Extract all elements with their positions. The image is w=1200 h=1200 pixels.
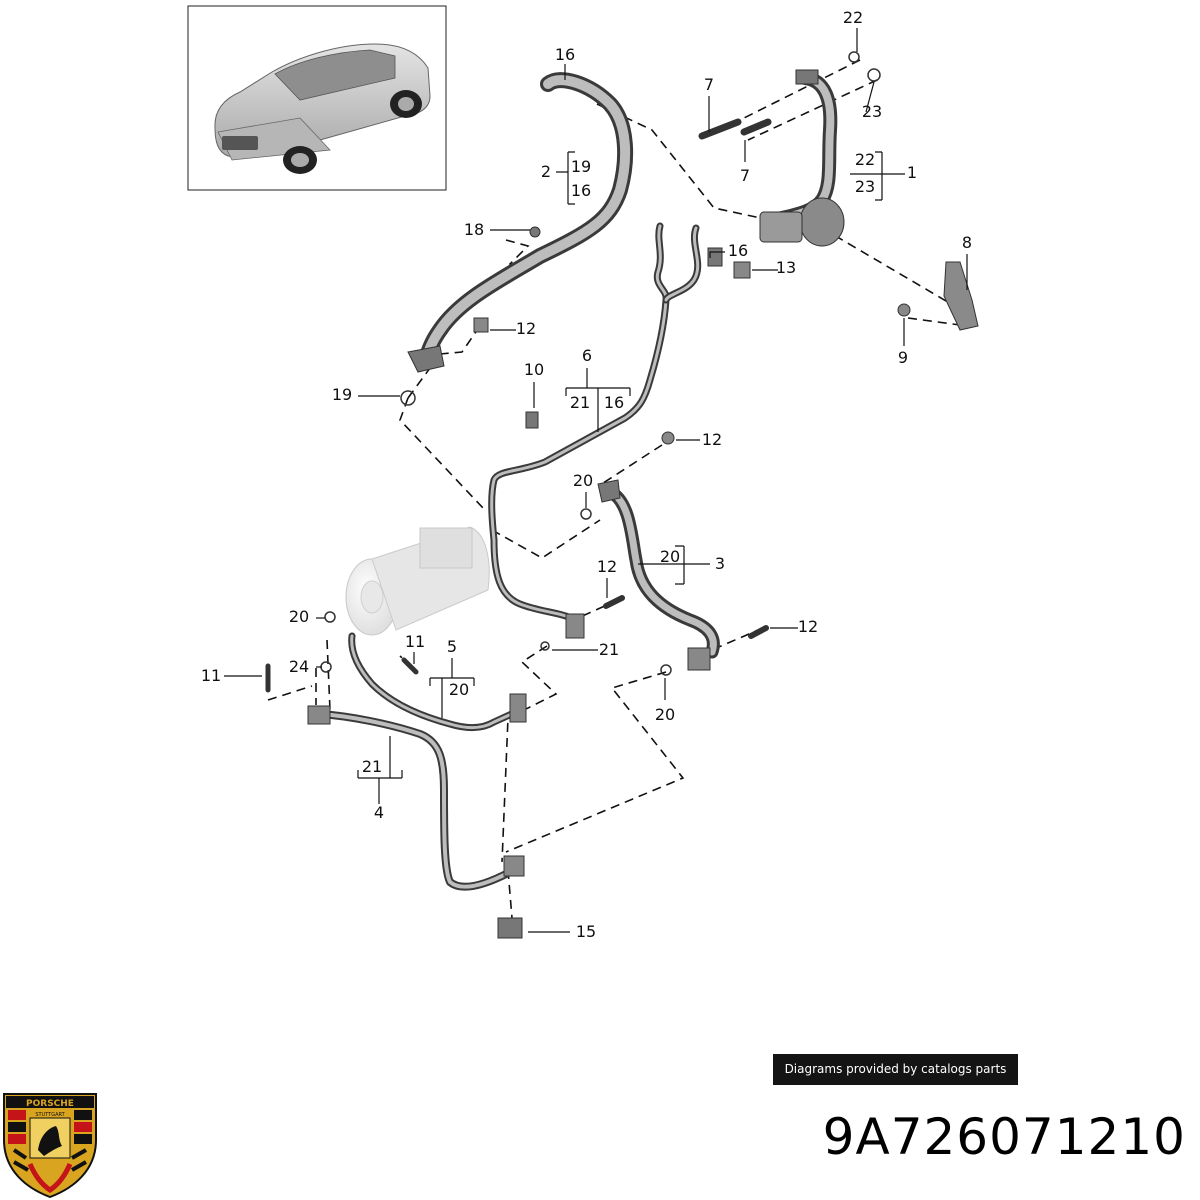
- small-parts: [265, 51, 979, 939]
- callout-5: 5: [447, 637, 457, 656]
- pipe-4: [307, 705, 525, 891]
- callout-20: 20: [449, 680, 469, 699]
- hose-1: [759, 69, 845, 247]
- callout-4: 4: [374, 803, 384, 822]
- callout-13: 13: [776, 258, 796, 277]
- callout-20: 20: [660, 547, 680, 566]
- callout-21: 21: [362, 757, 382, 776]
- part-number: 9A726071210: [822, 1108, 1186, 1166]
- crest-text-mid: STUTTGART: [35, 1112, 65, 1118]
- callout-16: 16: [728, 241, 748, 260]
- car-illustration: [214, 43, 431, 174]
- callout-10: 10: [524, 360, 544, 379]
- pipe-5: [348, 632, 527, 732]
- callout-15: 15: [576, 922, 596, 941]
- hose-3: [597, 479, 720, 671]
- callout-20: 20: [289, 607, 309, 626]
- callout-19: 19: [571, 157, 591, 176]
- callout-6: 6: [582, 346, 592, 365]
- ac-compressor: [345, 526, 490, 636]
- callout-12: 12: [597, 557, 617, 576]
- callout-11: 11: [405, 632, 425, 651]
- callout-12: 12: [798, 617, 818, 636]
- callout-20: 20: [655, 705, 675, 724]
- callout-23: 23: [855, 177, 875, 196]
- diagram-credit-banner: Diagrams provided by catalogs parts: [773, 1054, 1018, 1085]
- callout-7: 7: [740, 166, 750, 185]
- callout-21: 21: [570, 393, 590, 412]
- hose-2: [407, 72, 634, 373]
- callout-12: 12: [516, 319, 536, 338]
- crest-text-top: PORSCHE: [26, 1099, 74, 1109]
- callout-16: 16: [571, 181, 591, 200]
- callout-3: 3: [715, 554, 725, 573]
- callout-9: 9: [898, 348, 908, 367]
- callout-11: 11: [201, 666, 221, 685]
- porsche-crest-logo: PORSCHE STUTTGART: [3, 1093, 97, 1199]
- callout-22: 22: [855, 150, 875, 169]
- callout-7: 7: [704, 75, 714, 94]
- callout-18: 18: [464, 220, 484, 239]
- vehicle-thumbnail: [187, 5, 447, 191]
- leader-lines: [224, 28, 968, 933]
- callout-20: 20: [573, 471, 593, 490]
- callout-12: 12: [702, 430, 722, 449]
- callout-16: 16: [604, 393, 624, 412]
- callout-19: 19: [332, 385, 352, 404]
- callout-1: 1: [907, 163, 917, 182]
- callout-24: 24: [289, 657, 309, 676]
- callout-16: 16: [555, 45, 575, 64]
- callout-8: 8: [962, 233, 972, 252]
- callout-22: 22: [843, 8, 863, 27]
- callout-21: 21: [599, 640, 619, 659]
- pipe-6: [488, 222, 702, 639]
- callout-2: 2: [541, 162, 551, 181]
- callout-23: 23: [862, 102, 882, 121]
